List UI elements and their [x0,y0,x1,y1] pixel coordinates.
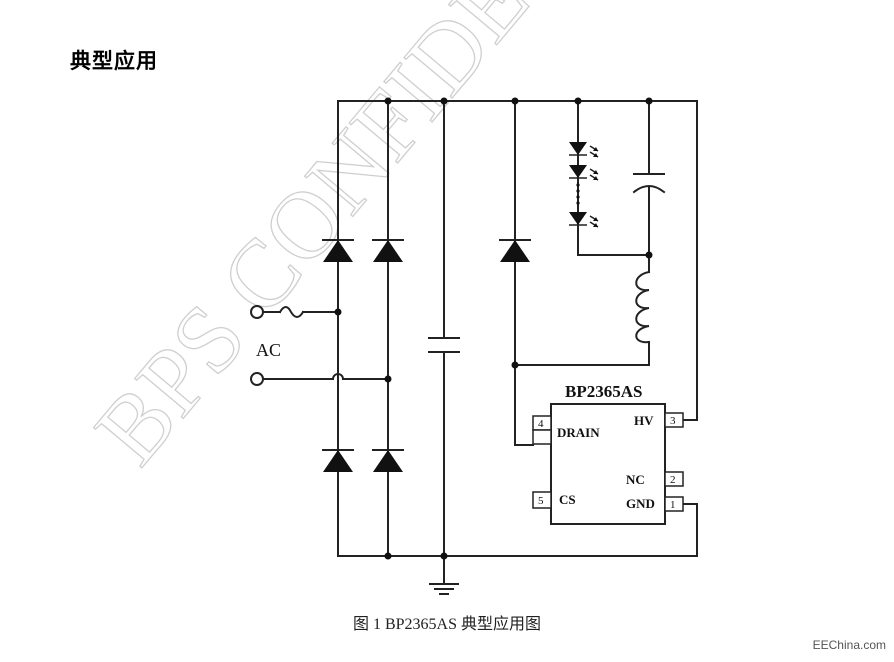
diode-icon [372,239,404,262]
bridge-rectifier [322,239,404,472]
ac-input: AC [250,305,305,386]
pin-3-number: 3 [670,415,676,427]
site-watermark: EEChina.com [812,638,886,652]
pin-nc-label: NC [626,472,645,487]
bulk-capacitor-icon [428,337,460,353]
led-icon [569,212,599,228]
figure-caption: 图 1 BP2365AS 典型应用图 [352,616,542,633]
junction-dots [334,97,653,560]
inductor-icon [635,270,651,344]
pin-drain-label: DRAIN [557,425,600,440]
pin-1-number: 1 [670,499,676,511]
pin-cs-label: CS [559,492,576,507]
chip: BP2365AS 4 3 2 5 1 DRAIN HV NC CS GND [532,382,684,525]
fuse-icon [278,306,305,318]
pin-gnd-label: GND [626,496,655,511]
ground-icon [429,583,459,595]
freewheel-diode-icon [499,239,531,262]
pin-hv-label: HV [634,413,654,428]
ellipsis-dots [576,183,580,205]
output-capacitor-icon [632,173,666,194]
ac-label: AC [256,340,281,360]
led-string [569,142,599,228]
watermark: BPS CONFIDE [74,0,549,483]
diode-icon [322,449,354,472]
diode-icon [372,449,404,472]
pin-5-number: 5 [538,495,544,507]
pin-2-number: 2 [670,474,676,486]
diode-icon [322,239,354,262]
led-icon [569,165,599,181]
pin-4-number: 4 [538,418,544,430]
chip-name: BP2365AS [565,382,642,401]
wiring [262,100,698,585]
section-heading: 典型应用 [70,49,158,73]
led-icon [569,142,599,158]
